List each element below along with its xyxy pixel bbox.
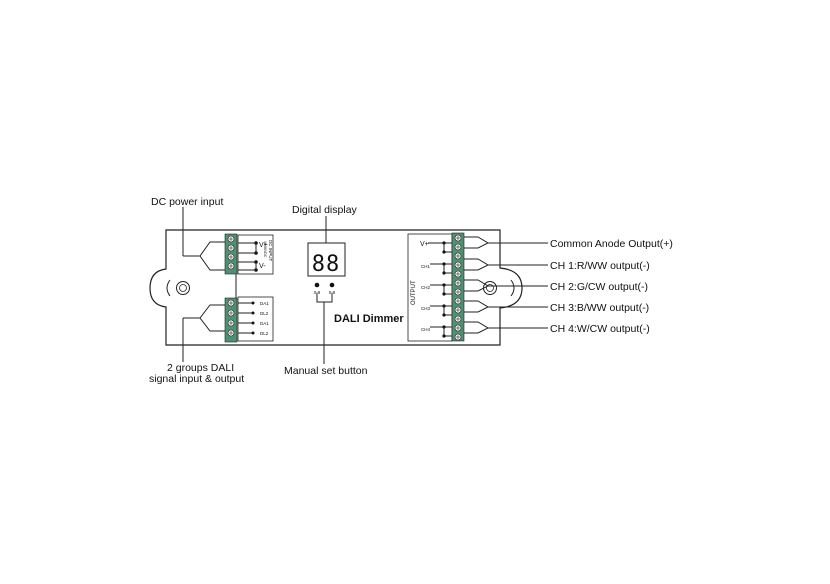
dali-wires <box>182 304 225 362</box>
channel-lead <box>430 304 452 317</box>
callout-digital-display: Digital display <box>292 204 358 216</box>
terminal-screw-icon <box>454 261 462 269</box>
callout-ch3: CH 3:B/WW output(-) <box>550 302 649 314</box>
channel-lead <box>430 283 452 296</box>
terminal-screw-icon <box>454 270 462 278</box>
terminal-screw-icon <box>227 309 235 317</box>
channel-lead <box>430 262 452 275</box>
output-channel-label: CH4 <box>421 327 430 332</box>
dc-input-terminal-block: V+ V- DC INPUT 12-36VDC <box>224 233 274 275</box>
output-wire-fork <box>464 321 548 334</box>
channel-lead <box>430 325 452 338</box>
output-wires <box>464 236 548 334</box>
button-label-1: 0-9 <box>314 290 321 295</box>
button-label-2: 0-9 <box>329 290 336 295</box>
terminal-screw-icon <box>227 299 235 307</box>
dc-input-side-text: DC INPUT <box>268 240 273 262</box>
output-pos-label: V+ <box>420 241 429 248</box>
manual-button-2 <box>329 282 335 288</box>
output-terminal-block: OUTPUT V+ CH1 CH2 CH3 CH4 <box>407 232 465 342</box>
button-callout-line <box>316 293 333 364</box>
terminal-screw-icon <box>227 244 235 252</box>
terminal-screw-icon <box>227 319 235 327</box>
terminal-screw-icon <box>227 329 235 337</box>
dc-input-wires <box>182 207 225 271</box>
terminal-screw-icon <box>454 306 462 314</box>
output-channel-label: CH1 <box>421 264 430 269</box>
right-screw-hole-icon <box>483 281 497 295</box>
output-wire-fork <box>464 258 548 271</box>
dali-terminal-block: DA1 DL2 DA1 DL2 <box>224 296 274 343</box>
terminal-screw-icon <box>454 288 462 296</box>
dali-pin-label: DL2 <box>260 311 269 316</box>
output-side-text: OUTPUT <box>411 280 417 305</box>
callout-dali-signal-line2: signal input & output <box>149 373 244 385</box>
callout-dali-signal-line1: 2 groups DALI <box>167 362 234 374</box>
left-screw-hole-icon <box>176 281 190 295</box>
terminal-screw-icon <box>454 324 462 332</box>
dali-pin-label: DL2 <box>260 331 269 336</box>
terminal-screw-icon <box>227 253 235 261</box>
dc-input-side-subtext: 12-36VDC <box>263 241 267 258</box>
terminal-screw-icon <box>454 252 462 260</box>
terminal-screw-icon <box>454 234 462 242</box>
terminal-screw-icon <box>227 262 235 270</box>
output-wire-fork <box>464 279 548 292</box>
output-channel-label: CH3 <box>421 306 430 311</box>
manual-set-buttons: 0-9 0-9 <box>314 282 336 295</box>
callout-ch4: CH 4:W/CW output(-) <box>550 323 650 335</box>
terminal-screw-icon <box>454 315 462 323</box>
callout-manual-set-button: Manual set button <box>284 365 368 377</box>
digital-display: 88 <box>307 242 346 277</box>
dc-input-pos-label: V+ <box>259 242 268 249</box>
dali-pin-label: DA1 <box>260 321 269 326</box>
dali-pin-label: DA1 <box>260 301 269 306</box>
device-title: DALI Dimmer <box>334 313 404 325</box>
output-wire-fork <box>464 300 548 313</box>
display-digits: 88 <box>312 252 341 277</box>
manual-button-1 <box>314 282 320 288</box>
terminal-screw-icon <box>454 297 462 305</box>
terminal-screw-icon <box>454 279 462 287</box>
terminal-screw-icon <box>454 243 462 251</box>
output-wire-fork <box>464 236 548 249</box>
terminal-screw-icon <box>454 333 462 341</box>
callout-dc-power-input: DC power input <box>151 196 223 208</box>
terminal-screw-icon <box>227 235 235 243</box>
output-channel-label: CH2 <box>421 285 430 290</box>
callout-ch2: CH 2:G/CW output(-) <box>550 281 648 293</box>
callout-ch1: CH 1:R/WW output(-) <box>550 260 650 272</box>
callout-common-anode: Common Anode Output(+) <box>550 238 673 250</box>
dc-input-neg-label: V- <box>259 263 266 270</box>
